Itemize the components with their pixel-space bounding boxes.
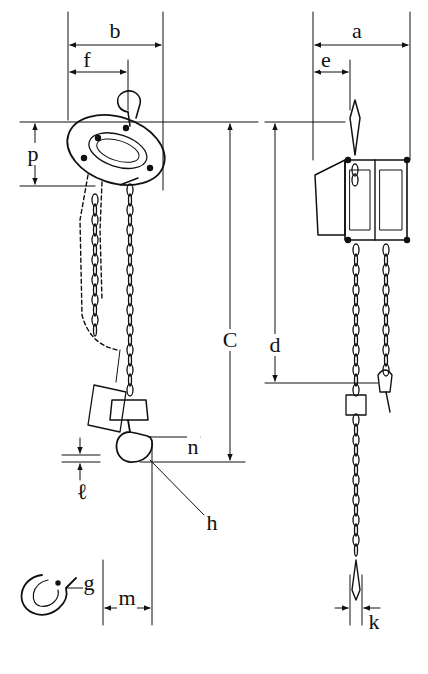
dimension-label: ℓ bbox=[76, 481, 89, 503]
dimension-label: a bbox=[351, 20, 363, 42]
dimension-label: d bbox=[269, 334, 282, 356]
dimension-label: n bbox=[187, 436, 200, 458]
dimension-label: p bbox=[27, 143, 40, 165]
dimension-label: m bbox=[117, 587, 136, 609]
dimension-label: f bbox=[82, 49, 91, 71]
dimension-label: b bbox=[109, 20, 122, 42]
dimension-label: e bbox=[320, 49, 332, 71]
dimension-label: h bbox=[206, 512, 219, 534]
dimension-label: k bbox=[368, 611, 381, 633]
dimension-label: C bbox=[222, 329, 239, 351]
dimension-label: g bbox=[83, 572, 96, 594]
